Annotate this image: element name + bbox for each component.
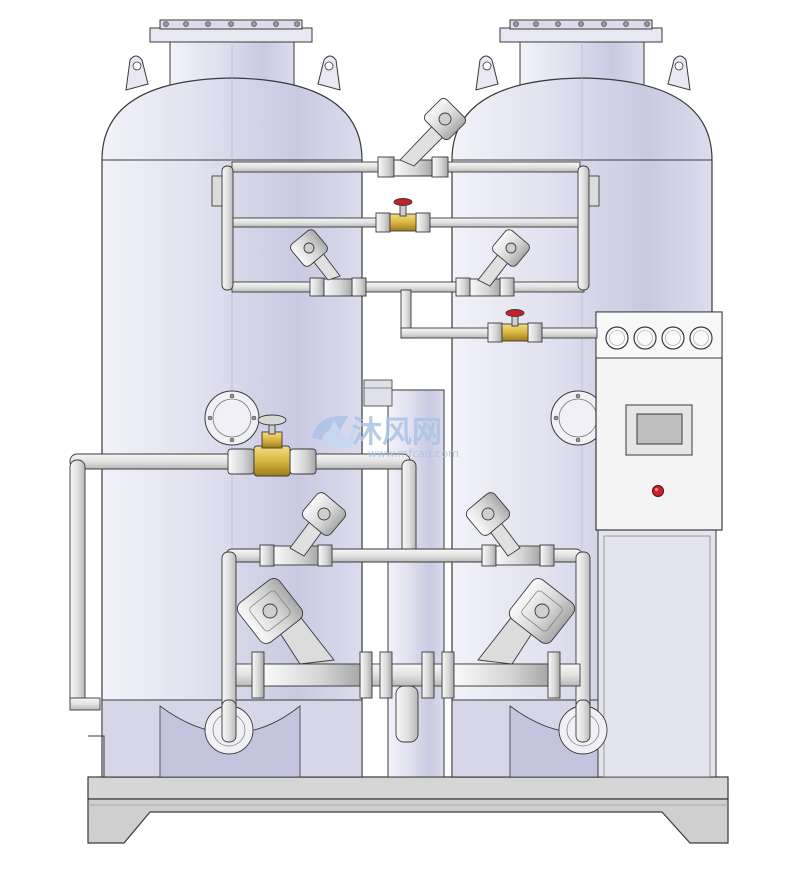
handwheel-icon xyxy=(257,414,287,426)
angle-seat-valve-middle-right xyxy=(465,492,541,566)
angle-seat-valve-top xyxy=(393,97,467,177)
mf-logo-icon xyxy=(312,416,358,448)
pneumatic-valve-right xyxy=(453,578,576,687)
touch-screen xyxy=(625,404,693,456)
pressure-gauges xyxy=(605,326,713,350)
base-frame xyxy=(87,776,729,844)
watermark: 沐风网 www.mfcad.com xyxy=(312,415,459,460)
angle-seat-valve-middle-left xyxy=(273,492,347,566)
watermark-site: www.mfcad.com xyxy=(368,447,459,460)
flange-bolts xyxy=(163,21,300,27)
control-cabinet xyxy=(595,311,723,778)
globe-valve-panel xyxy=(501,309,529,342)
angle-seat-valve-upper-left xyxy=(290,229,353,297)
pneumatic-valve-left xyxy=(236,578,361,687)
handwheel-icon xyxy=(505,309,525,317)
brass-gate-valve xyxy=(253,414,291,477)
angle-seat-valve-upper-right xyxy=(469,229,530,297)
red-indicator-light xyxy=(652,485,664,497)
watermark-brand: 沐风网 xyxy=(352,415,442,450)
handwheel-icon xyxy=(393,198,413,206)
globe-valve-upper xyxy=(389,198,417,232)
